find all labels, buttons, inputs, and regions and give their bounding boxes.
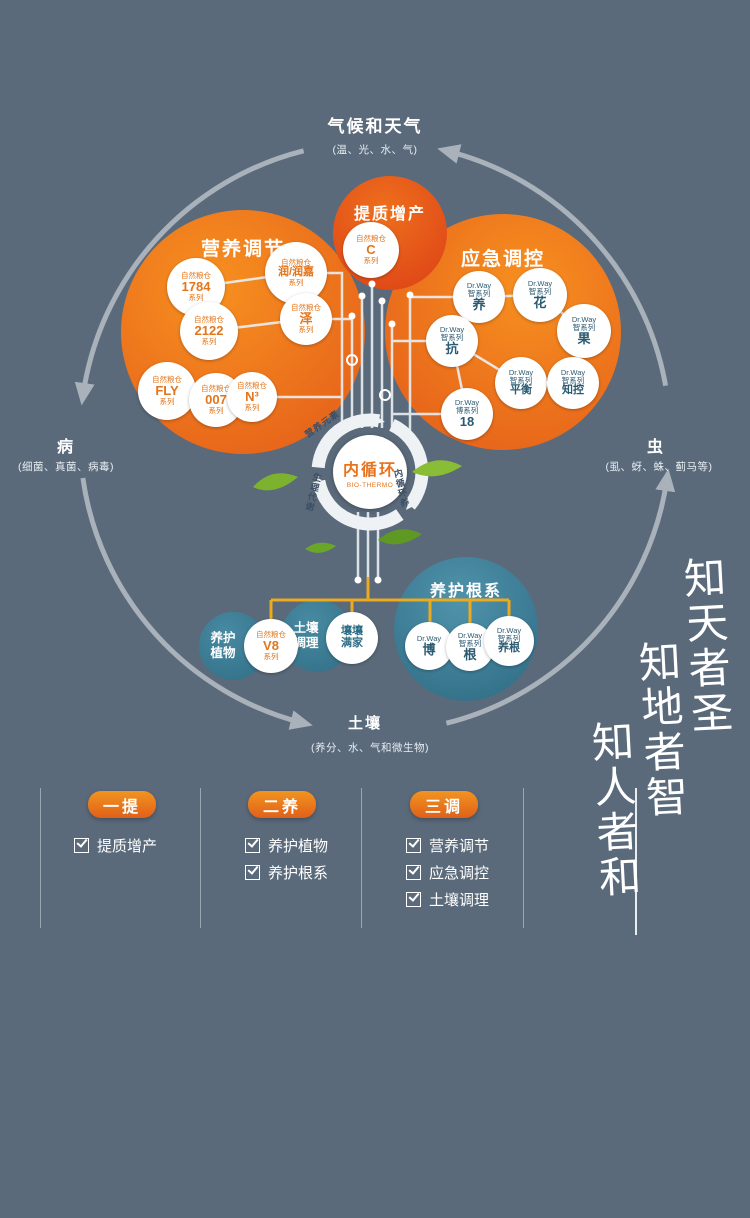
product-circle-rangrang: 壤壤 满家 (326, 612, 378, 664)
product-circle-guo: Dr.Way 智系列 果 (557, 304, 611, 358)
legend-tab-eryang[interactable]: 二养 (248, 791, 316, 818)
product-circle-v8: 自然粮仓 V8 系列 (244, 619, 298, 673)
product-circle-yang: Dr.Way 智系列 养 (453, 271, 505, 323)
cycle-right-subtitle: (虱、蚜、蛛、蓟马等) (605, 461, 713, 473)
cycle-bottom-title: 土壤 (347, 715, 382, 732)
product-circle-kang: Dr.Way 智系列 抗 (426, 315, 478, 367)
product-circle-hua: Dr.Way 智系列 花 (513, 268, 567, 322)
hub-subtitle: BIO-THERMO (346, 481, 394, 489)
cycle-left-title: 病 (56, 439, 73, 456)
hub-ring-label-metabolism: 生理代谢 (303, 471, 323, 513)
cycle-top-title: 气候和天气 (327, 117, 423, 136)
calligraphy-col-2: 知地者智 (631, 638, 690, 822)
calligraphy-divider (635, 788, 637, 935)
legend-item-yanghuzhiwu: 养护植物 (245, 835, 328, 856)
legend-divider-3 (361, 788, 362, 928)
product-circle-bo: Dr.Way 博 (405, 622, 453, 670)
cycle-bottom-subtitle: (养分、水、气和微生物) (311, 742, 429, 754)
legend-item-yingyangtiaojie: 营养调节 (406, 835, 489, 856)
cycle-left-subtitle: (细菌、真菌、病毒) (18, 461, 114, 473)
product-circle-n3: 自然粮仓 N³ 系列 (227, 372, 277, 422)
hub-title: 内循环 (342, 461, 397, 479)
legend-tab-yiti[interactable]: 一提 (88, 791, 156, 818)
cluster-quality-title: 提质增产 (353, 206, 426, 223)
product-circle-c: 自然粮仓 C 系列 (343, 222, 399, 278)
legend-divider-2 (200, 788, 201, 928)
legend-item-tizhizengchan: 提质增产 (74, 835, 157, 856)
cluster-plantcare-title: 养护 植物 (210, 631, 236, 660)
calligraphy-col-3: 知人者和 (584, 718, 643, 902)
product-circle-2122: 自然粮仓 2122 系列 (180, 302, 238, 360)
cycle-right-title: 虫 (646, 439, 663, 456)
legend-item-yanghugenxi: 养护根系 (245, 862, 328, 883)
legend-divider-4 (523, 788, 524, 928)
legend-tab-santiao[interactable]: 三调 (410, 791, 478, 818)
legend-item-turangtiaoli: 土壤调理 (406, 889, 489, 910)
product-circle-yanggen: Dr.Way 智系列 养根 (484, 616, 534, 666)
legend-divider-1 (40, 788, 41, 928)
cycle-top-subtitle: (温、光、水、气) (332, 144, 418, 156)
checkbox-icon (406, 838, 421, 853)
product-circle-18: Dr.Way 博系列 18 (441, 388, 493, 440)
checkbox-icon (406, 892, 421, 907)
checkbox-icon (74, 838, 89, 853)
cluster-roots-title: 养护根系 (429, 583, 502, 600)
calligraphy-col-1: 知天者圣 (676, 554, 735, 738)
checkbox-icon (245, 838, 260, 853)
checkbox-icon (245, 865, 260, 880)
product-circle-zhikong: Dr.Way 智系列 知控 (547, 357, 599, 409)
legend-item-yingjitiaokong: 应急调控 (406, 862, 489, 883)
product-circle-ze: 自然粮仓 泽 系列 (280, 293, 332, 345)
cluster-nutrition-title: 营养调节 (200, 239, 285, 260)
product-circle-pingheng: Dr.Way 智系列 平衡 (495, 357, 547, 409)
checkbox-icon (406, 865, 421, 880)
product-circle-fly: 自然粮仓 FLY 系列 (138, 362, 196, 420)
